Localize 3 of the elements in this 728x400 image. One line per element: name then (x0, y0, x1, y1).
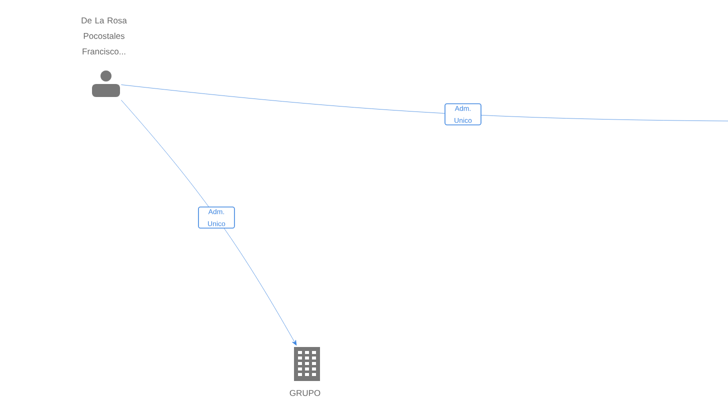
node-label: GRUPO (290, 390, 320, 396)
connector-arrow (121, 100, 297, 346)
node-label: De La Rosa Pocostales Francisco... (82, 18, 127, 54)
